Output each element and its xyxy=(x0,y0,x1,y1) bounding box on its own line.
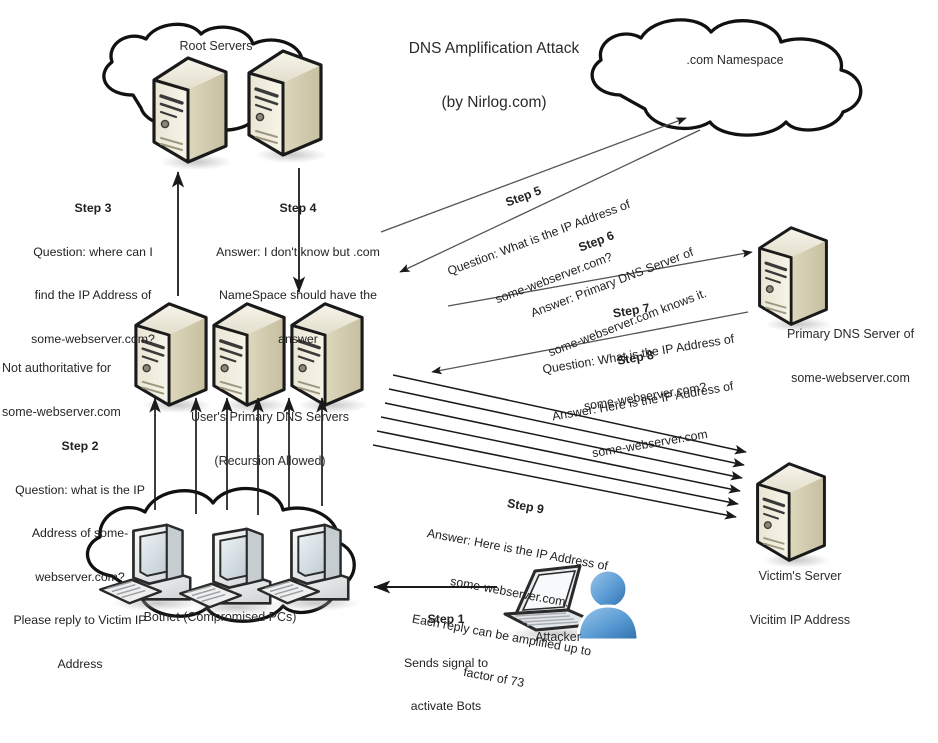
step2-line-1: Question: what is the IP xyxy=(15,482,145,497)
step8-line-1: Answer: Here is the IP Address of xyxy=(550,378,735,423)
victim-label-line-2: Vicitim IP Address xyxy=(749,612,851,627)
step1-line-1: Sends signal to xyxy=(403,655,489,670)
user-dns-label: User's Primary DNS Servers (Recursion Al… xyxy=(155,380,385,498)
laptop-icon xyxy=(503,564,606,642)
com-namespace-cloud xyxy=(590,18,863,137)
primary-dns-label-line-2: some-webserver.com xyxy=(791,370,910,385)
step6-arrow xyxy=(399,129,701,273)
step2-line-2: Address of some- xyxy=(31,526,129,540)
step9-arrow-group xyxy=(372,374,747,520)
user-dns-note-line-2: some-webserver.com xyxy=(2,404,121,419)
step1-line-2: activate Bots xyxy=(410,699,482,713)
step3-text: Step 3 Question: where can I find the IP… xyxy=(18,172,168,375)
step4-line-1: Answer: I don't know but .com xyxy=(216,244,380,259)
victim-label-line-1: Victim's Server xyxy=(758,568,842,583)
diagram-canvas xyxy=(85,18,863,642)
page-title: DNS Amplification Attack (by Nirlog.com) xyxy=(369,3,619,149)
step8-title: Step 8 xyxy=(615,347,655,368)
step4-line-3: answer xyxy=(278,331,318,346)
step4-line-2: NameSpace should have the xyxy=(219,288,377,302)
title-line-1: DNS Amplification Attack xyxy=(408,39,580,57)
user-dns-note: Not authoritative for some-webserver.com xyxy=(2,331,144,449)
step8-arrow xyxy=(431,311,749,375)
step1-text: Step 1 Sends signal to activate Bots xyxy=(376,583,516,743)
victim-label: Victim's Server Vicitim IP Address xyxy=(710,539,890,657)
step2-text: Step 2 Question: what is the IP Address … xyxy=(0,410,160,700)
primary-dns-label-line-1: Primary DNS Server of xyxy=(786,326,915,341)
step2-title: Step 2 xyxy=(61,439,99,453)
primary-dns-label: Primary DNS Server of some-webserver.com xyxy=(763,297,938,415)
step5-arrow xyxy=(380,117,687,233)
user-dns-label-line-1: User's Primary DNS Servers xyxy=(191,409,349,424)
step2-line-4: Please reply to Victim IP xyxy=(13,613,147,627)
step4-title: Step 4 xyxy=(279,201,317,215)
step3-title: Step 3 xyxy=(74,201,112,215)
step1-title: Step 1 xyxy=(427,612,465,626)
user-dns-label-line-2: (Recursion Allowed) xyxy=(214,453,326,468)
step2-line-3: webserver.com? xyxy=(35,569,125,584)
dns-amplification-diagram: DNS Amplification Attack (by Nirlog.com)… xyxy=(2,3,938,713)
step9-line-1: Answer: Here is the IP Address of xyxy=(426,525,610,573)
root-servers-label: Root Servers xyxy=(179,39,253,53)
com-namespace-label: .com Namespace xyxy=(686,53,784,67)
step7-arrow xyxy=(447,249,753,307)
botnet-label: Botnet (Compromised PCs) xyxy=(143,610,297,624)
root-server-2-icon xyxy=(247,49,327,163)
step2-arrow-group xyxy=(149,397,328,515)
step3-line-1: Question: where can I xyxy=(33,244,153,259)
user-dns-note-line-1: Not authoritative for xyxy=(2,360,112,375)
step9-title: Step 9 xyxy=(506,496,545,517)
step4-text: Step 4 Answer: I don't know but .com Nam… xyxy=(202,172,394,375)
attacker-label: Attacker xyxy=(535,630,581,644)
title-line-2: (by Nirlog.com) xyxy=(441,94,547,112)
step3-line-3: some-webserver.com? xyxy=(31,331,155,346)
step2-line-5: Address xyxy=(57,656,103,671)
step3-line-2: find the IP Address of xyxy=(34,288,152,302)
step8-line-2: some-webserver.com xyxy=(591,426,709,461)
attacker-person-icon xyxy=(576,568,640,642)
root-server-1-icon xyxy=(152,56,232,170)
